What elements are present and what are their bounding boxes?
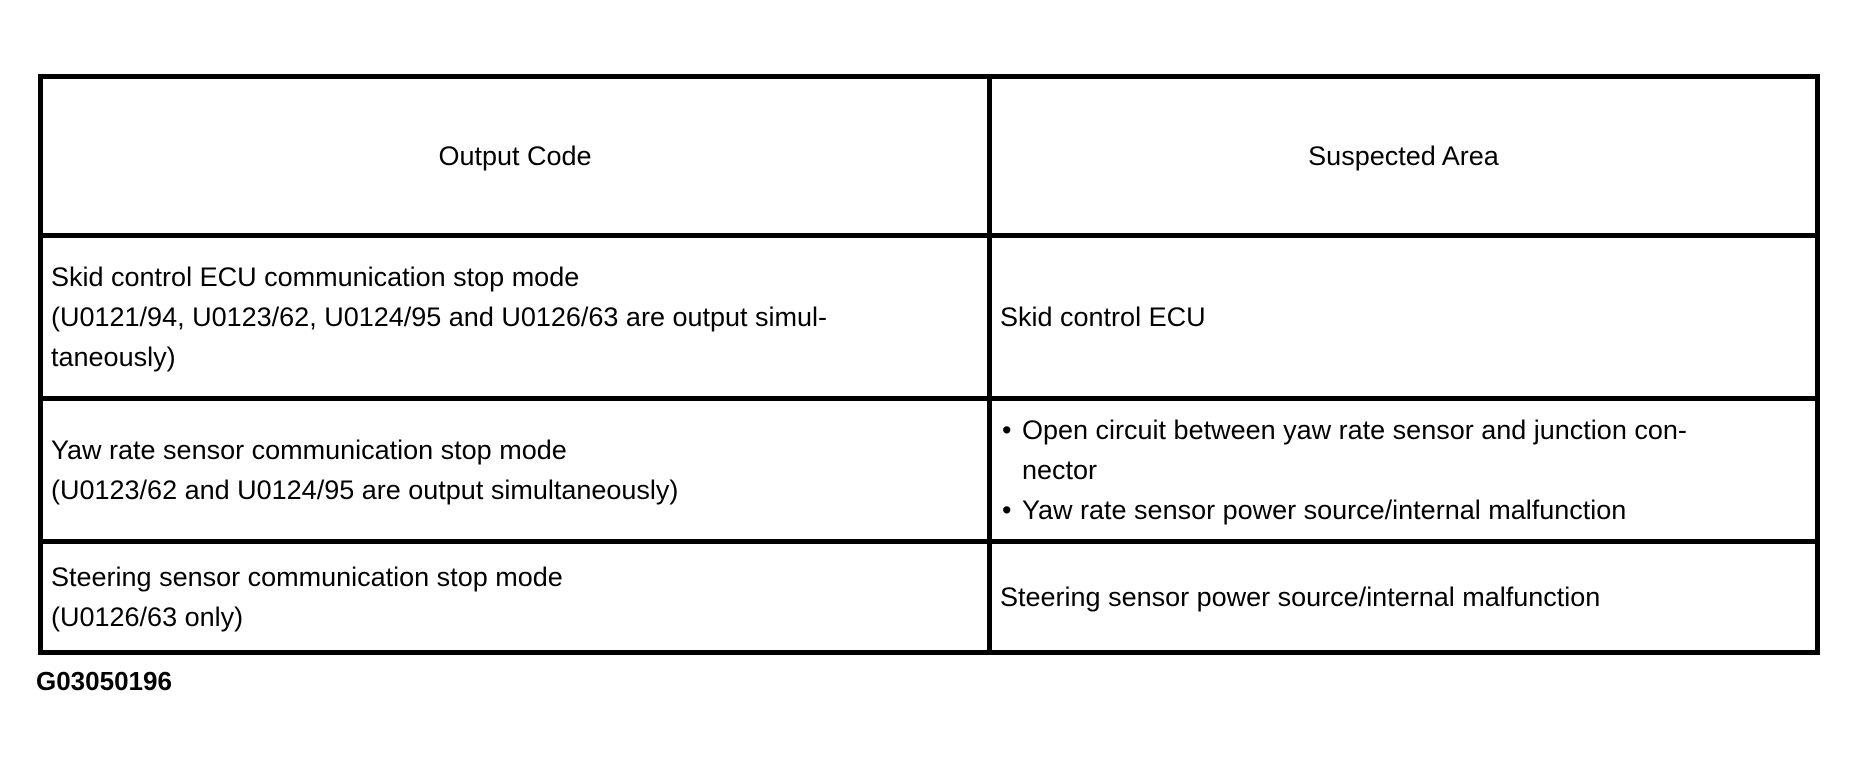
diagnostic-code-table: Output Code Suspected Area Skid control …: [38, 74, 1820, 655]
bullet-item: Open circuit between yaw rate sensor and…: [1000, 410, 1805, 490]
table-row-skid-control: Skid control ECU communication stop mode…: [38, 233, 1820, 401]
bullet-item: Yaw rate sensor power source/internal ma…: [1000, 490, 1805, 530]
table-row-yaw-rate-sensor: Yaw rate sensor communication stop mode …: [38, 396, 1820, 544]
suspected-area-bullet-list: Open circuit between yaw rate sensor and…: [1000, 410, 1805, 530]
output-code-cell: Yaw rate sensor communication stop mode …: [38, 396, 992, 544]
output-code-cell: Steering sensor communication stop mode …: [38, 539, 992, 655]
suspected-area-cell: Steering sensor power source/internal ma…: [987, 539, 1820, 655]
table-row-steering-sensor: Steering sensor communication stop mode …: [38, 539, 1820, 655]
table-header: Output Code Suspected Area: [38, 74, 1820, 238]
figure-id: G03050196: [36, 666, 172, 696]
column-header-output-code: Output Code: [38, 74, 992, 238]
header-row: Output Code Suspected Area: [38, 74, 1820, 238]
column-header-suspected-area: Suspected Area: [987, 74, 1820, 238]
suspected-area-cell: Open circuit between yaw rate sensor and…: [987, 396, 1820, 544]
table-body: Skid control ECU communication stop mode…: [38, 233, 1820, 655]
suspected-area-cell: Skid control ECU: [987, 233, 1820, 401]
output-code-cell: Skid control ECU communication stop mode…: [38, 233, 992, 401]
